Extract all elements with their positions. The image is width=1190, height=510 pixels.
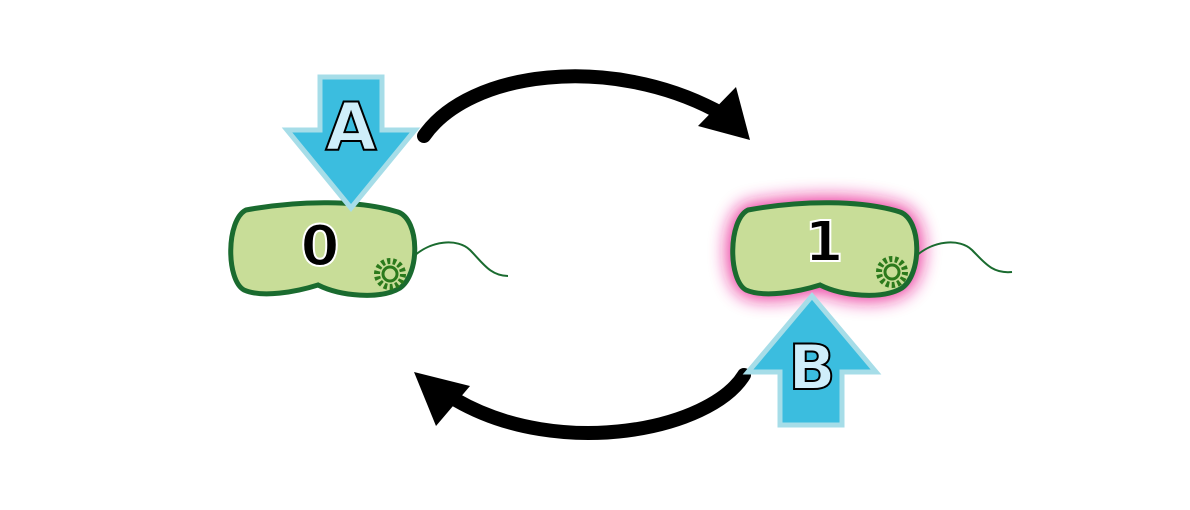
gear-icon — [374, 258, 406, 290]
cell-body-right — [730, 200, 920, 298]
cell-body-left — [228, 200, 418, 298]
gear-icon — [876, 256, 908, 288]
input-arrow-b: B — [742, 292, 882, 428]
input-a-label: A — [325, 89, 376, 166]
up-arrow-icon — [742, 292, 882, 428]
state-0-label: 0 — [301, 214, 340, 279]
transition-arrow-0-to-1 — [417, 69, 750, 143]
down-arrow-icon — [281, 74, 421, 212]
flagellum-right — [913, 241, 1013, 274]
cell-state-1: 1 — [726, 196, 1013, 302]
state-1-label: 1 — [805, 210, 844, 275]
transition-arrow-1-to-0 — [414, 368, 751, 440]
flagellum-left — [411, 241, 509, 277]
input-arrow-a: A — [281, 74, 421, 212]
cell-state-0: 0 — [228, 200, 509, 298]
input-b-label: B — [788, 331, 835, 404]
